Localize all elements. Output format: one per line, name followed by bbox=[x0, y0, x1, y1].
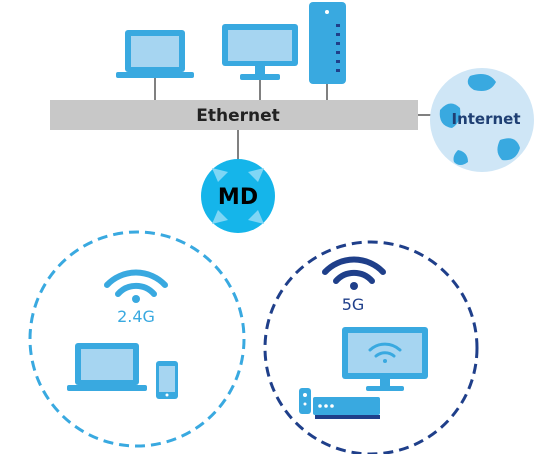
wifi-icon bbox=[104, 269, 168, 303]
set-top-box-icon bbox=[313, 397, 380, 419]
phone-icon bbox=[156, 361, 178, 399]
ethernet-bus: Ethernet bbox=[50, 100, 418, 130]
monitor-icon bbox=[222, 24, 298, 80]
band-5-circle bbox=[263, 240, 479, 454]
remote-icon bbox=[299, 388, 311, 414]
laptop-icon bbox=[67, 343, 147, 391]
ethernet-label: Ethernet bbox=[196, 106, 280, 126]
laptop-icon bbox=[116, 30, 194, 78]
internet-label: Internet bbox=[451, 110, 520, 128]
band-5-label: 5G bbox=[342, 295, 365, 314]
globe-icon: Internet bbox=[430, 68, 534, 172]
server-icon bbox=[309, 2, 346, 84]
mesh-device-icon: MD bbox=[201, 159, 275, 233]
tv-icon bbox=[342, 327, 428, 391]
band-24-circle bbox=[28, 230, 246, 448]
wifi-icon bbox=[322, 256, 386, 290]
md-label: MD bbox=[218, 185, 258, 210]
band-24-label: 2.4G bbox=[117, 307, 155, 326]
